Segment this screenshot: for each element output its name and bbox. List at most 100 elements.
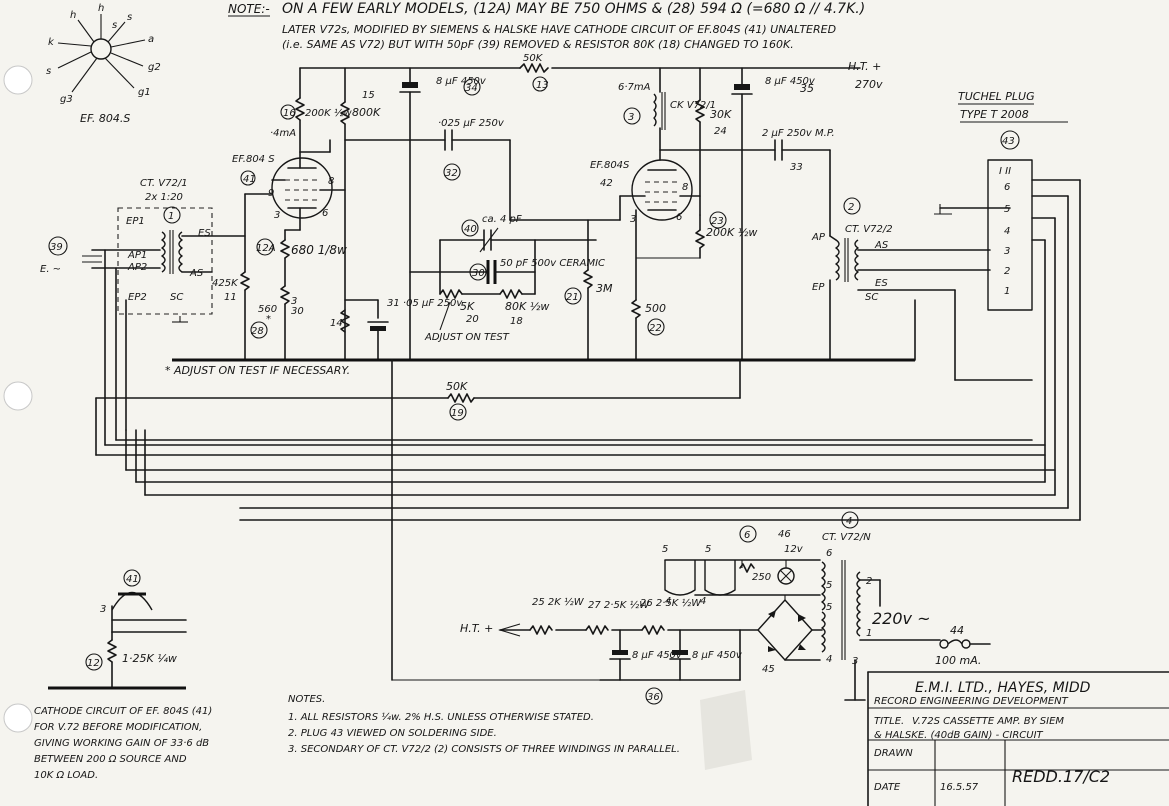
r13-ref: 13 [536,80,549,91]
t1-pin: EP1 [126,216,145,227]
c33-ref: 33 [790,162,803,173]
title-block: E.M.I. LTD., HAYES, MIDD RECORD ENGINEER… [867,671,1169,806]
r3-value: 3 [291,296,297,307]
psu-pin: 2 [866,576,872,587]
psu-ref-6: 6 [744,530,750,541]
detail-resistor-ref: 12 [87,658,100,669]
detail-pin: 3 [100,604,106,615]
t2-pin: EP [812,282,825,293]
plug-pin: 3 [1004,246,1010,257]
input-label: E. ~ [40,264,61,275]
feedback-network: ca. 4 pF 40 50 pF 500v CERAMIC 30 5K 20 … [409,214,605,343]
stage-1: 200K ½w 16 ·4mA 15 800K 8 μF 450v 34 EF.… [212,67,511,361]
c39-value: 50 pF 500v CERAMIC [500,258,605,269]
pot-value: 250 [752,572,771,583]
pin-label: h [98,3,104,14]
t2-pin: SC [865,292,878,303]
t2-label: CT. V72/2 [845,224,893,235]
valve-ef804s-2 [631,159,693,221]
detail-text-1: CATHODE CIRCUIT OF EF. 804S (41) [34,706,212,717]
c34-value: 8 μF 450v [436,76,487,87]
tube1-ref: 41 [243,174,256,185]
r25-label: 25 2K ½W [532,596,585,608]
note-line-1: ON A FEW EARLY MODELS, (12A) MAY BE 750 … [282,1,865,17]
psu-pin: 4 [700,596,706,607]
ground-bus: * ADJUST ON TEST IF NECESSARY. 50K 19 [95,289,1081,681]
t1-pin: ES [198,228,211,239]
psu-pin: 5 [826,602,832,613]
tube2-pin: 8 [682,182,688,193]
r13-value: 50K [523,53,544,64]
r22-value: 500 [645,302,666,315]
note-label: NOTE:- [228,2,270,16]
valve-ef804s-1 [271,157,333,219]
r3-sub: 30 [291,306,304,317]
c40-ref: 40 [464,224,477,235]
r24-ref: 24 [714,126,727,137]
note-1: 1. ALL RESISTORS ¼w. 2% H.S. UNLESS OTHE… [288,711,594,723]
r15-value: 800K [352,106,381,119]
input-transformer: CT. V72/1 2x 1:20 1 EP1 AP1 AP2 EP2 ES A… [40,178,246,446]
pin-label: k [48,37,55,48]
cathode-detail: 41 3 1·25K ¼w 12 CATHODE CIRCUIT OF EF. … [34,569,212,781]
plug-pin: 4 [1004,226,1010,237]
valve-pinout-diagram: h h k s a g2 g3 g1 s s EF. 804.S [46,3,161,125]
pin-label: a [148,34,154,45]
ht-supply-rail: 50K 13 H.T. + 270v [299,53,883,92]
c39-ref: 30 [472,268,485,279]
drawn-label: DRAWN [874,748,913,759]
c35-value: 8 μF 450v [765,76,816,87]
plug-pin: 5 [1004,204,1010,215]
drawing-number: REDD.17/C2 [1012,767,1110,786]
psu-pin: 5 [662,544,668,555]
t1-ratio: 2x 1:20 [145,192,183,203]
detail-text-3: GIVING WORKING GAIN OF 33·6 dB [34,738,209,749]
stage-2: 6·7mA CK V72/1 3 30K 24 8 μF 450v 35 EF.… [509,67,835,361]
r23-ref: 23 [711,216,724,227]
r19-value: 50K [446,380,468,393]
t2-ref: 2 [848,202,854,213]
tuchel-plug: TUCHEL PLUG TYPE T 2008 43 I II 6 5 4 3 … [934,90,1081,521]
c33-value: 2 μF 250v M.P. [762,128,835,139]
ink-smudge [700,690,752,770]
pin-label: g1 [138,87,151,98]
mains-voltage: 220v ~ [872,609,931,628]
ht-voltage: 270v [855,78,883,91]
t1-label: CT. V72/1 [140,178,188,189]
c32-ref: 32 [445,168,458,179]
filter-cap-ref: 36 [647,692,660,703]
r20-value: 5K [460,300,475,313]
tube1-pin: 6 [322,208,328,219]
r18-ref: 18 [510,316,523,327]
tube2-ref: 42 [600,178,613,189]
pin-label: h [70,10,76,21]
plug-title-1: TUCHEL PLUG [958,90,1035,103]
notes: NOTES. 1. ALL RESISTORS ¼w. 2% H.S. UNLE… [288,694,680,755]
tube2-pin: 6 [676,212,682,223]
note-2: 2. PLUG 43 VIEWED ON SOLDERING SIDE. [288,728,497,739]
c34-ref: 34 [465,83,478,94]
detail-text-2: FOR V.72 BEFORE MODIFICATION, [34,722,202,733]
r11-value: 425K [212,278,239,289]
mains-transformer-ref: 4 [846,516,852,527]
note-line-2: LATER V72s, MODIFIED BY SIEMENS & HALSKE… [282,23,836,36]
r12a-value: 680 1/8w [291,243,347,257]
t2-pin: ES [875,278,888,289]
tube2-pin: 3 [630,214,636,225]
c31-value: 31 ·05 μF 250v [387,298,463,309]
rectifier-ref: 45 [762,664,775,675]
l3-label: CK V72/1 [670,100,716,111]
bridge-rectifier [757,599,813,661]
fuse [947,639,963,645]
detail-text-4: BETWEEN 200 Ω SOURCE AND [34,754,187,765]
binder-hole [3,381,33,411]
t2-pin: AS [874,240,889,251]
plug-cols: I II [999,166,1011,177]
r24-value: 30K [710,108,732,121]
title-company: E.M.I. LTD., HAYES, MIDD [915,680,1091,696]
stage1-current: ·4mA [270,128,296,139]
c32-value: ·025 μF 250v [438,118,505,129]
psu-pin: 6 [826,548,832,559]
t1-pin: EP2 [128,292,147,303]
